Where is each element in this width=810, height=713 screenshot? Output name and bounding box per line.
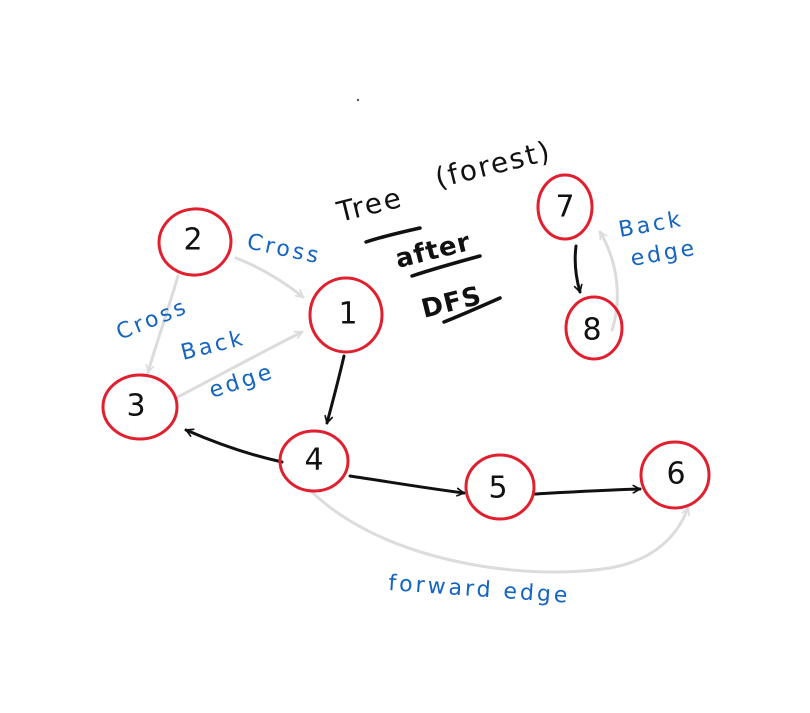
node-4: 4 [278, 429, 350, 493]
node-1: 1 [308, 276, 384, 354]
node-label: 5 [488, 471, 507, 506]
back-label-right-1: Back [617, 207, 686, 243]
back-label-right-2: edge [629, 236, 699, 272]
title-tree: Tree [333, 181, 406, 229]
node-6: 6 [639, 440, 711, 510]
title-tree-underline [364, 226, 422, 244]
tree-edge-1-4 [327, 354, 346, 425]
node-5: 5 [464, 453, 536, 521]
cross-edge-2-1 [234, 256, 305, 299]
back-edge-3-1 [174, 330, 304, 400]
forward-label: forward edge [388, 571, 572, 609]
node-8: 8 [564, 295, 624, 361]
node-label: 2 [183, 223, 202, 258]
tree-edge-4-5 [348, 474, 466, 493]
node-label: 4 [304, 443, 323, 478]
back-label-left-2: edge [206, 359, 277, 403]
tree-edge-4-3 [184, 430, 284, 464]
title-dfs-underline [442, 296, 502, 324]
forward-edge-4-6 [308, 488, 688, 574]
title-after-underline [410, 254, 482, 278]
node-label: 6 [666, 457, 685, 492]
cross-edge-2-3 [148, 274, 180, 374]
node-3: 3 [101, 373, 179, 441]
node-label: 8 [582, 313, 601, 348]
title-paren: (forest) [432, 134, 555, 195]
back-label-left-1: Back [178, 326, 248, 366]
tree-edge-7-8 [575, 244, 580, 294]
node-7: 7 [536, 173, 594, 241]
stray-dot [356, 98, 360, 102]
cross-label-top: Cross [245, 229, 324, 269]
back-edge-8-7 [598, 230, 619, 332]
tree-edge-5-6 [532, 489, 642, 496]
diagram-title: Tree (forest) after DFS [333, 134, 555, 325]
node-label: 3 [126, 389, 145, 424]
node-label: 1 [338, 297, 357, 332]
cross-label-left: Cross [113, 294, 192, 345]
node-2: 2 [157, 207, 233, 277]
node-label: 7 [555, 190, 574, 225]
